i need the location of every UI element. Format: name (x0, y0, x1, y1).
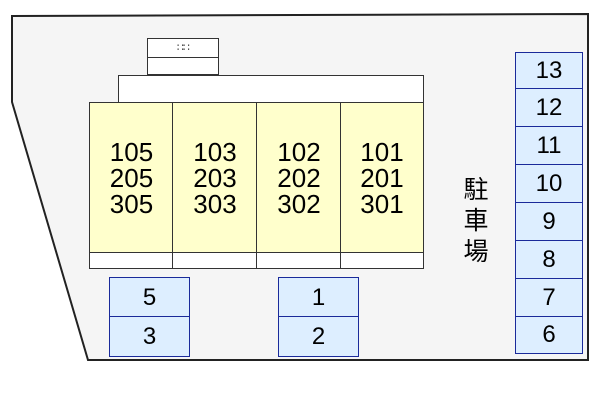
parking-space-5[interactable]: 5 (109, 277, 190, 318)
parking-space-12[interactable]: 12 (515, 88, 583, 128)
building-corridor (118, 75, 424, 103)
parking-space-13[interactable]: 13 (515, 52, 583, 90)
parking-lot-label: 駐車場 (460, 176, 489, 269)
room-number: 202 (277, 163, 321, 193)
room-number: 105 (109, 137, 154, 167)
parking-space-1[interactable]: 1 (278, 277, 359, 318)
balcony-strip (340, 252, 424, 269)
room-number: 305 (109, 189, 154, 219)
balcony-strip (89, 252, 174, 269)
parking-space-2[interactable]: 2 (278, 316, 359, 357)
parking-space-9[interactable]: 9 (515, 202, 583, 242)
unit-stack-103: 103 203 303 (172, 102, 258, 254)
parking-space-6[interactable]: 6 (515, 316, 583, 354)
annex-divider: ∷∷ (148, 39, 218, 58)
room-number: 205 (109, 163, 154, 193)
annex-mark: ∷∷ (177, 42, 190, 54)
balcony-strip (172, 252, 258, 269)
unit-stack-102: 102 202 302 (256, 102, 342, 254)
room-number: 201 (360, 163, 404, 193)
unit-stack-105: 105 205 305 (89, 102, 174, 254)
parking-space-7[interactable]: 7 (515, 278, 583, 318)
room-number: 103 (193, 137, 237, 167)
room-number: 301 (360, 189, 404, 219)
room-number: 303 (193, 189, 237, 219)
annex-building: ∷∷ (147, 38, 219, 75)
room-number: 203 (193, 163, 237, 193)
room-number: 102 (277, 137, 321, 167)
room-number: 302 (277, 189, 321, 219)
balcony-strip (256, 252, 342, 269)
parking-space-10[interactable]: 10 (515, 164, 583, 204)
parking-space-11[interactable]: 11 (515, 126, 583, 166)
parking-space-8[interactable]: 8 (515, 240, 583, 280)
unit-stack-101: 101 201 301 (340, 102, 424, 254)
room-number: 101 (360, 137, 404, 167)
parking-space-3[interactable]: 3 (109, 316, 190, 357)
